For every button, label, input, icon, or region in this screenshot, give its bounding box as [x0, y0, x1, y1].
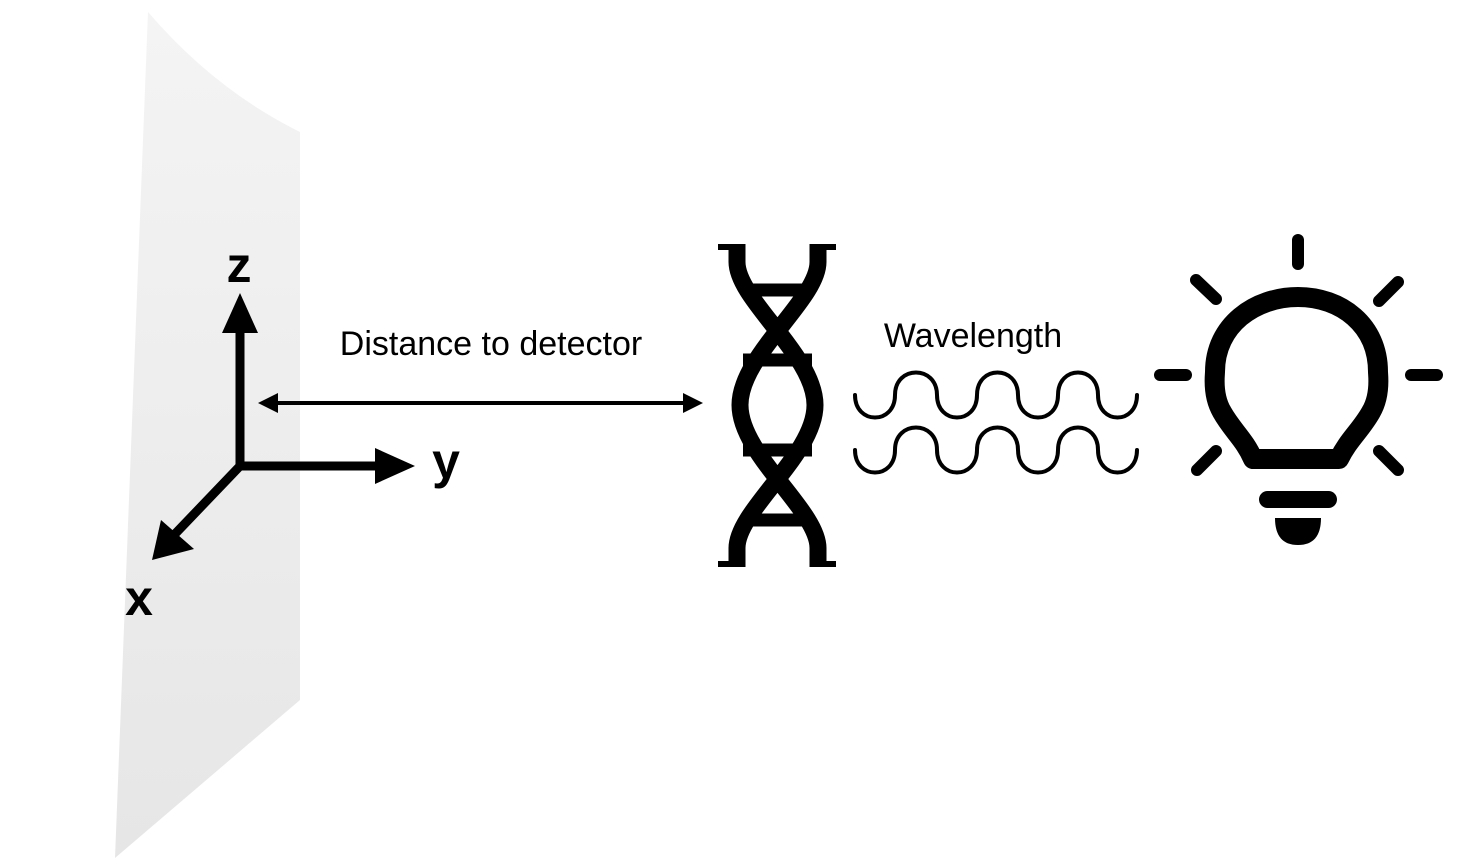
coordinate-axes	[152, 293, 415, 560]
wavelength-label: Wavelength	[884, 317, 1062, 355]
x-axis	[170, 462, 244, 539]
lightbulb-icon	[1154, 234, 1443, 545]
x-axis-label: x	[125, 570, 153, 626]
wave-icon	[853, 370, 1139, 475]
z-arrowhead	[222, 293, 258, 333]
y-arrowhead	[375, 448, 415, 484]
distance-arrow	[258, 393, 703, 413]
distance-label: Distance to detector	[340, 325, 642, 363]
detector-panel	[115, 12, 300, 858]
x-arrowhead	[152, 520, 194, 560]
y-axis-label: y	[432, 433, 460, 489]
z-axis-label: z	[227, 237, 252, 293]
dna-icon	[718, 244, 836, 567]
